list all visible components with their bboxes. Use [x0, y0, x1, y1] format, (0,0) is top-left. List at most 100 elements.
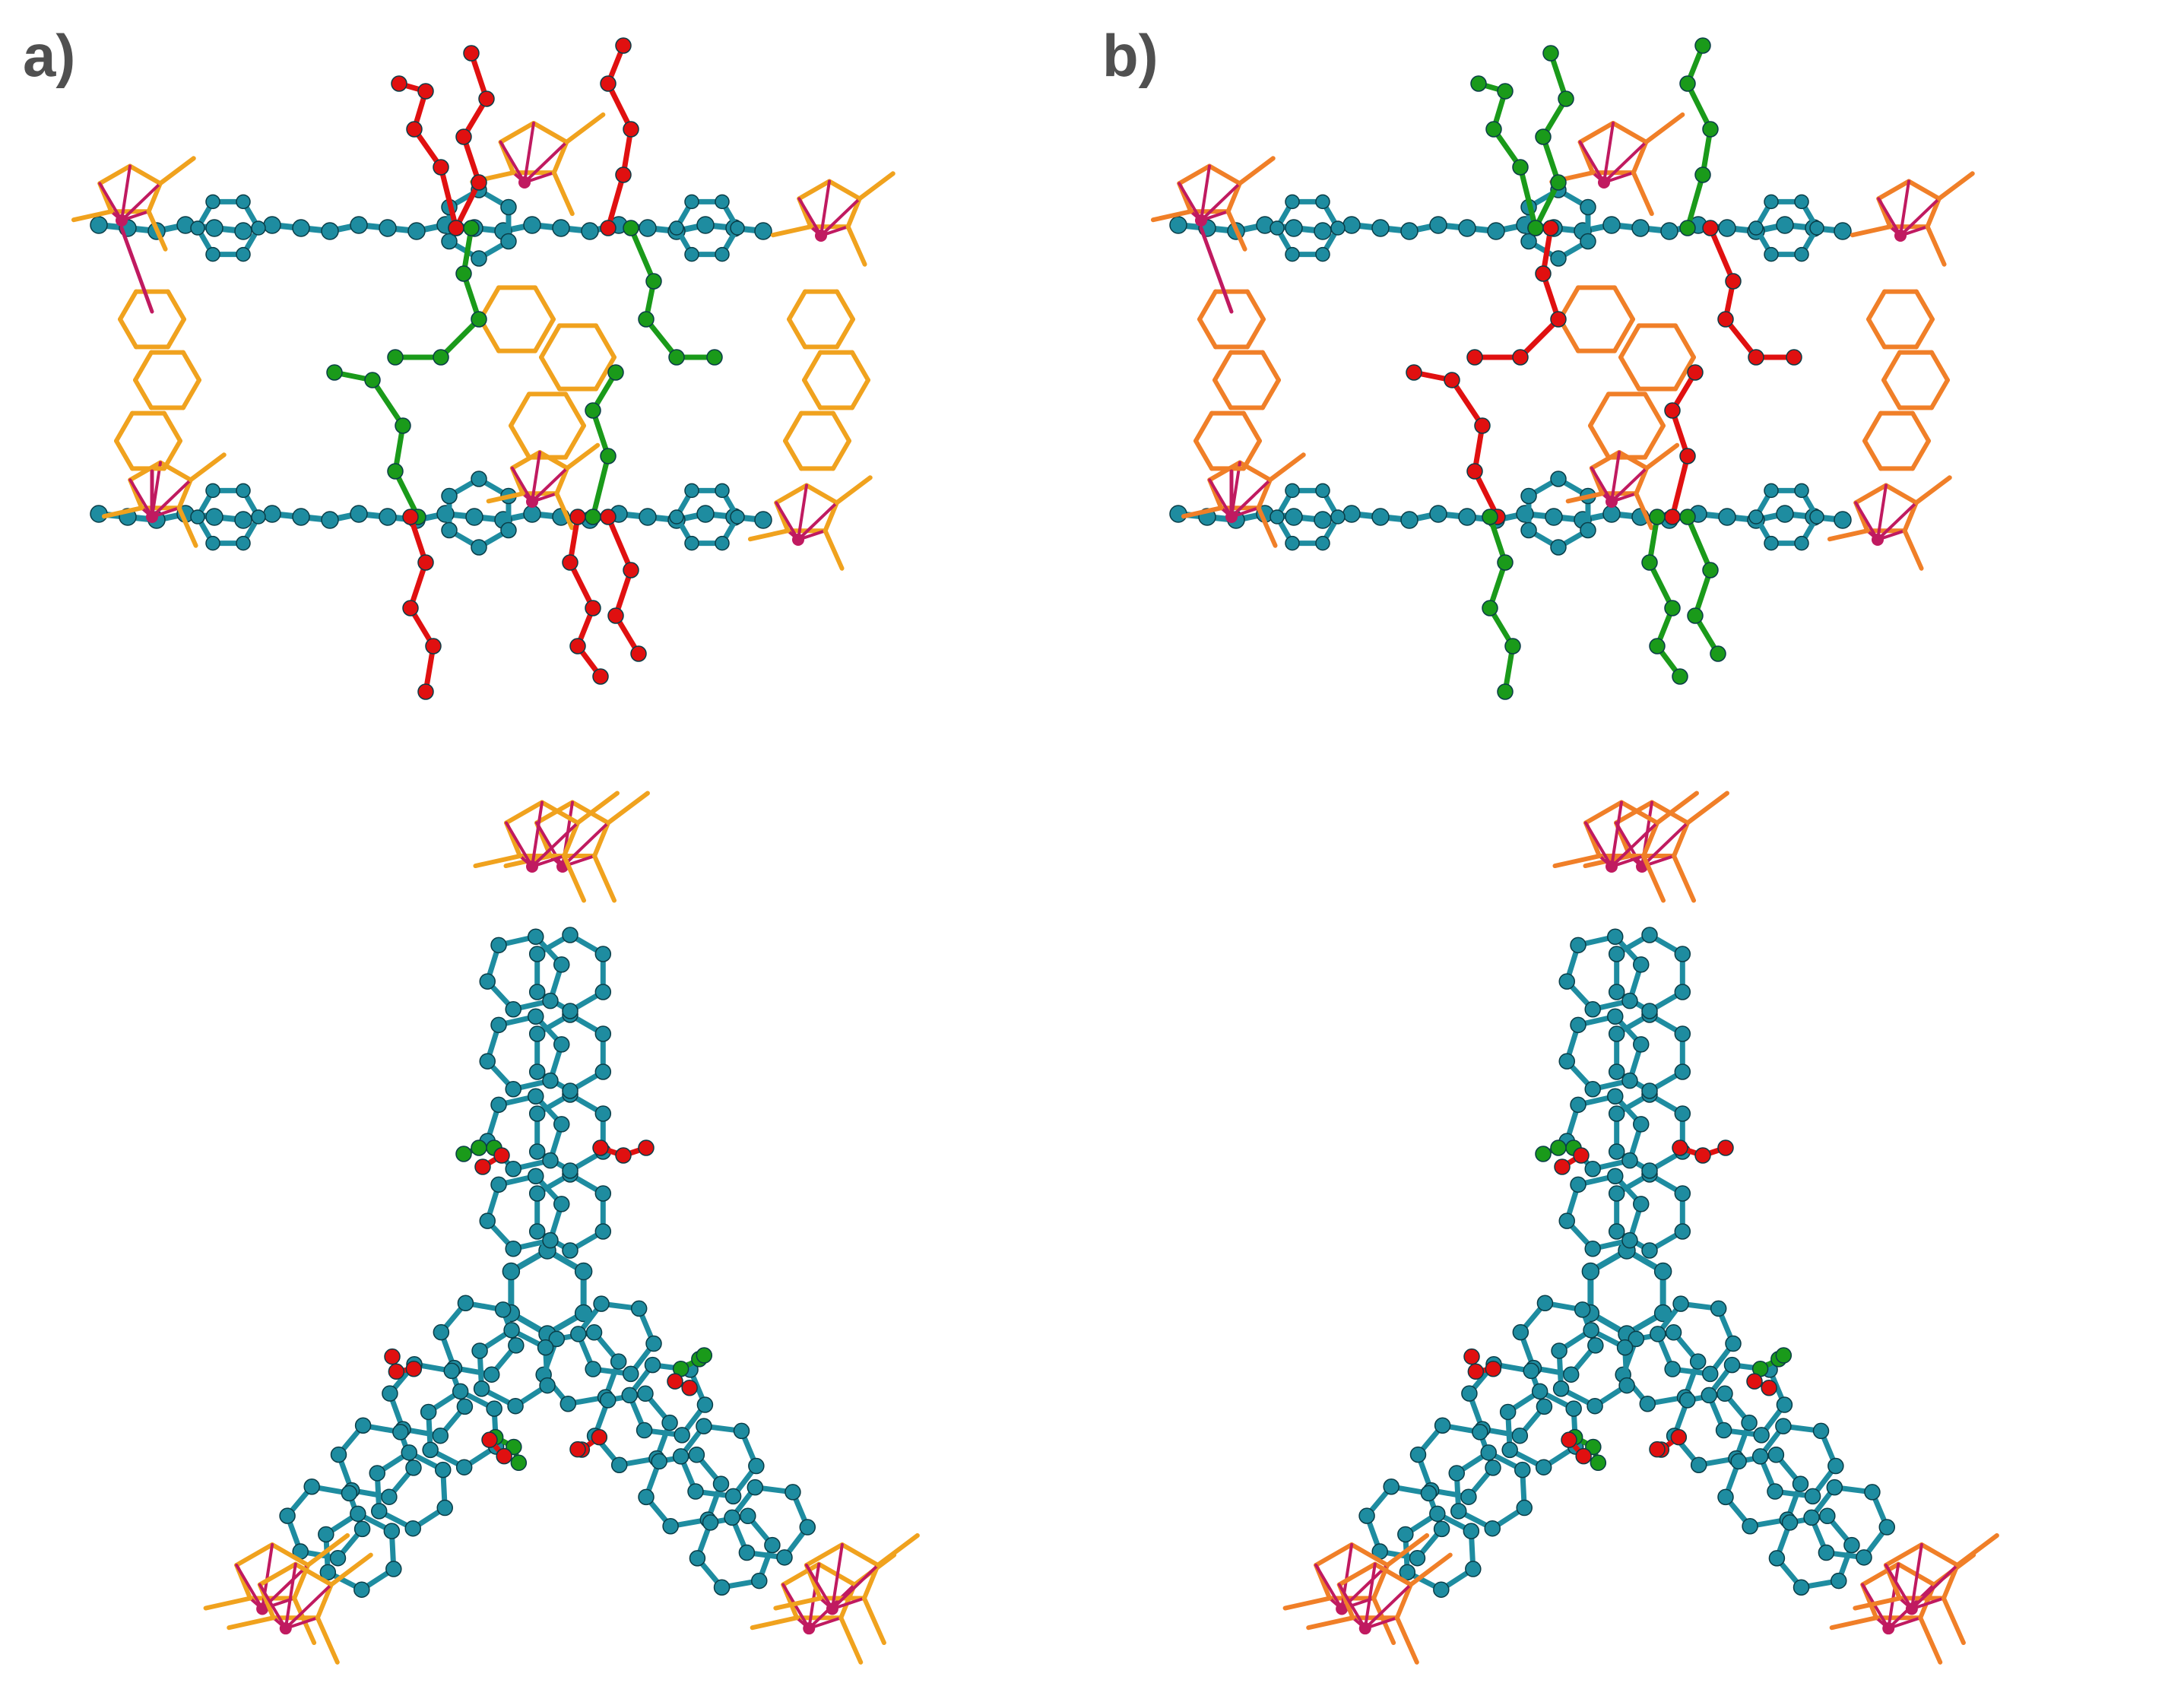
bond — [823, 500, 839, 534]
bond — [1267, 452, 1306, 483]
bond — [802, 350, 823, 382]
bond — [590, 453, 611, 520]
atom — [1649, 1441, 1666, 1458]
atom — [1764, 483, 1779, 499]
metal-atom — [526, 861, 538, 873]
atom — [251, 220, 266, 236]
atom — [236, 246, 251, 262]
bond — [830, 1563, 880, 1611]
bond — [1884, 1563, 1913, 1611]
atom — [1717, 1488, 1734, 1506]
atom — [592, 1139, 609, 1156]
bond — [1853, 483, 1888, 506]
atom — [379, 508, 397, 526]
atom — [1330, 509, 1346, 525]
atom — [1621, 1152, 1638, 1169]
atom — [1687, 364, 1704, 381]
atom — [638, 311, 655, 328]
bond — [133, 350, 154, 382]
bond — [605, 791, 650, 826]
bond — [1371, 1596, 1396, 1646]
atom — [471, 250, 487, 267]
atom — [1429, 216, 1447, 234]
atom — [422, 1441, 439, 1459]
bond — [1672, 854, 1697, 903]
bond — [1610, 800, 1623, 868]
atom — [387, 463, 404, 480]
atom — [1570, 1096, 1586, 1114]
bond — [1899, 179, 1910, 237]
atom — [715, 194, 730, 210]
bond — [1552, 854, 1602, 869]
bond — [284, 1583, 333, 1631]
atom — [505, 1161, 521, 1177]
atom — [190, 220, 205, 236]
atom — [1602, 505, 1621, 523]
bond — [1914, 289, 1935, 322]
atom — [471, 174, 487, 191]
atom — [1285, 508, 1303, 526]
atom — [1285, 535, 1300, 551]
atom — [1775, 1418, 1792, 1434]
atom — [1409, 1549, 1426, 1567]
bond — [1208, 478, 1233, 518]
bond — [551, 139, 569, 176]
bond — [71, 209, 114, 223]
bond — [227, 1615, 276, 1631]
bond — [797, 197, 823, 237]
atom — [1581, 1262, 1600, 1281]
atom — [1580, 521, 1596, 539]
atom — [1520, 487, 1537, 505]
bond — [564, 112, 606, 144]
bond — [453, 179, 482, 231]
atom — [600, 75, 617, 92]
bond — [1256, 506, 1278, 548]
metal-atom — [518, 176, 531, 189]
atom — [1679, 75, 1696, 92]
atom — [1664, 509, 1681, 525]
bond — [1588, 391, 1611, 428]
atom — [592, 668, 609, 685]
atom — [350, 505, 368, 523]
atom — [1753, 1427, 1770, 1444]
bond — [531, 451, 541, 503]
atom — [1315, 246, 1330, 262]
bond — [783, 410, 804, 443]
atom — [615, 37, 632, 54]
atom — [1826, 1479, 1843, 1496]
atom — [1511, 1427, 1529, 1444]
atom — [326, 364, 343, 381]
atom — [364, 372, 381, 388]
bond — [1225, 209, 1247, 252]
atom — [456, 1398, 474, 1415]
bond — [1584, 821, 1613, 868]
bond — [1314, 1563, 1344, 1611]
atom — [354, 1417, 372, 1434]
bond — [540, 800, 580, 826]
bond — [120, 164, 132, 222]
atom — [234, 222, 252, 240]
bond — [392, 468, 421, 520]
atom — [681, 1379, 698, 1396]
bond — [1588, 423, 1611, 460]
atom — [1751, 1448, 1769, 1465]
atom — [1270, 509, 1285, 525]
atom — [1536, 1295, 1554, 1312]
bond — [128, 460, 163, 483]
atom — [1504, 638, 1521, 654]
bond — [773, 1596, 823, 1611]
atom — [455, 1146, 472, 1162]
atom — [1725, 1335, 1742, 1352]
atom — [236, 483, 251, 499]
bond — [831, 410, 851, 443]
bond — [1610, 466, 1649, 503]
atom — [388, 1363, 405, 1380]
atom — [1775, 1347, 1793, 1364]
bond — [1685, 172, 1706, 231]
bond — [1941, 1562, 1960, 1601]
bond — [554, 491, 575, 531]
atom — [448, 220, 464, 236]
atom — [510, 1454, 528, 1472]
atom — [1550, 471, 1567, 487]
atom — [1470, 75, 1487, 92]
